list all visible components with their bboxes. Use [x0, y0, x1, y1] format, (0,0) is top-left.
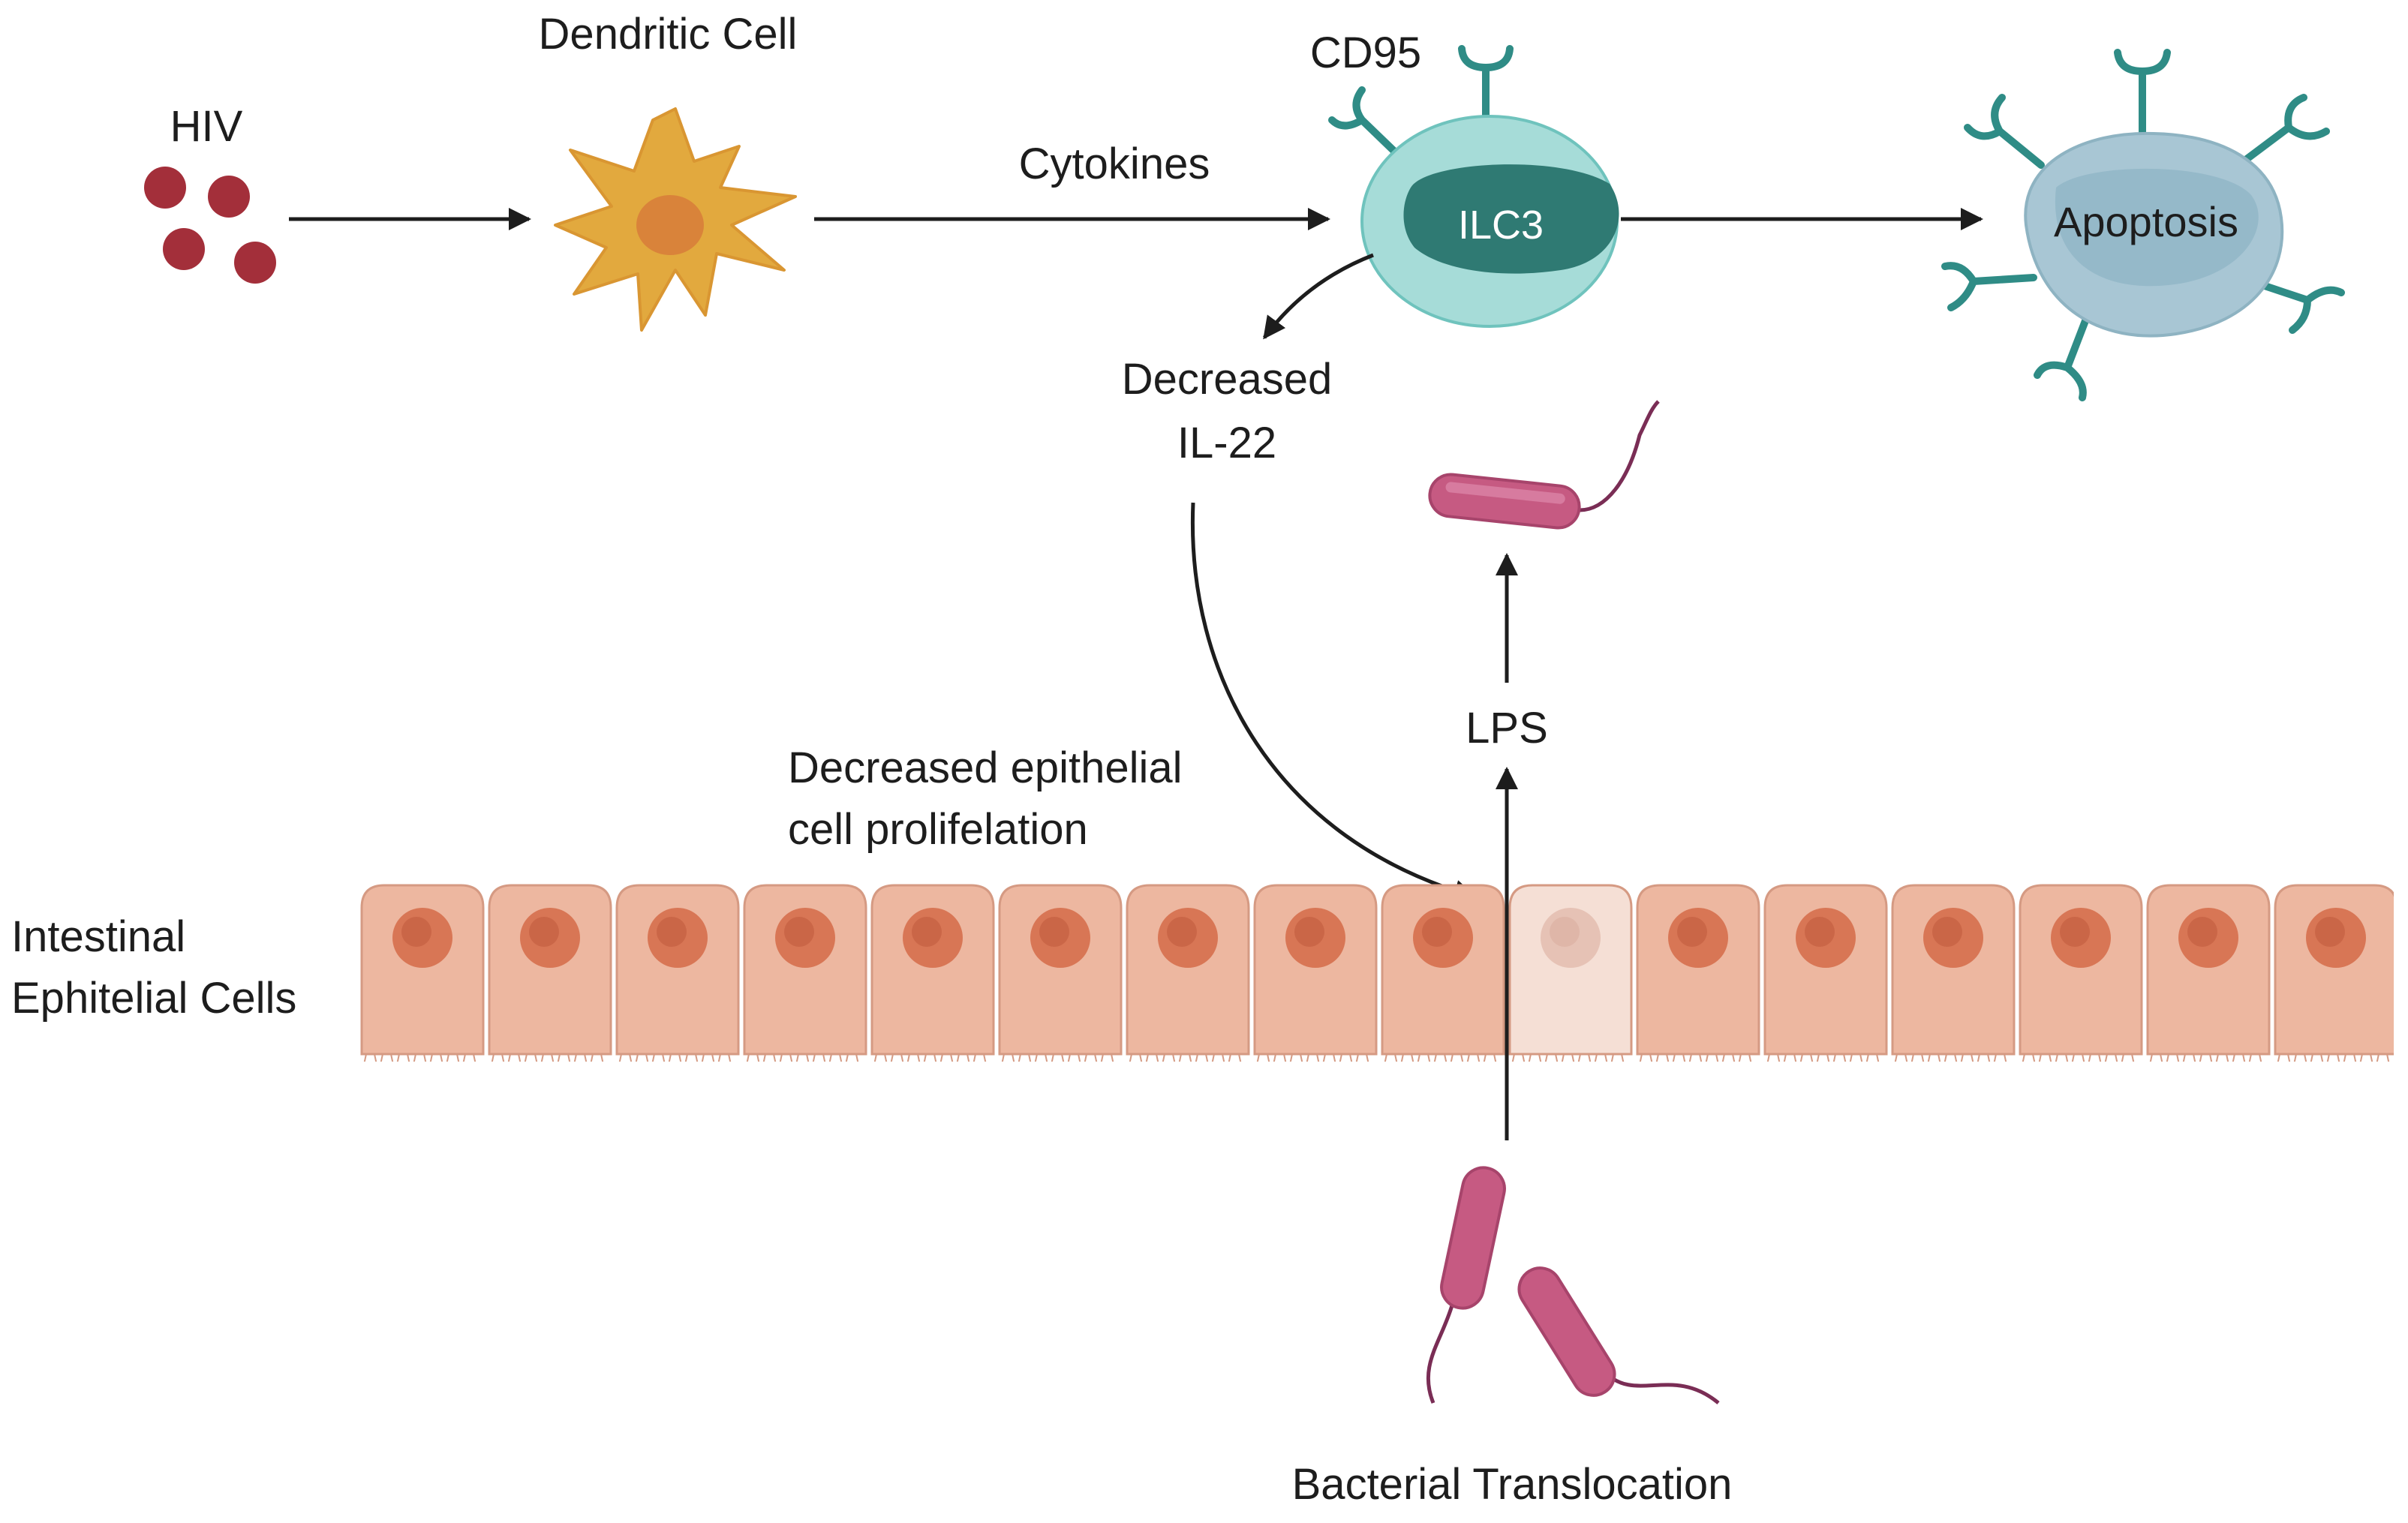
dendritic-nucleus: [636, 195, 704, 255]
epithelial-cell: [1763, 884, 1888, 1062]
hiv-particle: [163, 228, 205, 270]
epithelial-cell: [998, 884, 1123, 1062]
epithelial-cell: [2274, 884, 2394, 1062]
bacterium-icon: [1517, 1266, 1720, 1404]
intestinal-label-line1: Intestinal: [11, 912, 185, 961]
intestinal-epithelium: [360, 884, 2408, 1065]
epithelial-cell: [2403, 885, 2408, 1065]
cytokines-label: Cytokines: [1019, 140, 1210, 188]
apoptotic-cell-icon: Apoptosis: [1941, 49, 2345, 401]
arrow-il22-to-epithelium: [1190, 502, 1477, 903]
epithelial-cell: [488, 884, 612, 1062]
cd95-label: CD95: [1310, 29, 1421, 77]
epithelial-cell: [615, 884, 740, 1062]
bacterium-icon: [1426, 1166, 1506, 1404]
apoptosis-receptor-icons: [1941, 49, 2345, 401]
decreased-proliferation-label-line2: cell prolifelation: [788, 805, 1088, 854]
arrow-ilc3-to-il22: [1262, 253, 1374, 340]
hiv-label: HIV: [170, 102, 243, 151]
epithelial-cell: [1253, 884, 1378, 1062]
bacterial-translocation-label: Bacterial Translocation: [1292, 1460, 1733, 1509]
epithelial-cell: [2146, 884, 2271, 1062]
damaged-epithelial-cell: [1508, 884, 1633, 1062]
dendritic-cell-icon: [554, 107, 797, 332]
epithelial-cell: [1126, 884, 1250, 1062]
epithelial-cell: [1891, 884, 2016, 1062]
dendritic-cell-label: Dendritic Cell: [539, 10, 798, 59]
apoptosis-label: Apoptosis: [2054, 198, 2238, 245]
epithelial-cell: [360, 884, 485, 1062]
epithelial-cell: [870, 884, 995, 1062]
intestinal-label-line2: Ephitelial Cells: [11, 974, 296, 1023]
epithelial-cell: [1636, 884, 1760, 1062]
epithelial-cell: [1381, 884, 1505, 1062]
decreased-il22-label-line1: Decreased: [1122, 355, 1332, 404]
hiv-particle: [144, 167, 186, 209]
lps-label: LPS: [1466, 704, 1548, 752]
decreased-proliferation-label-line1: Decreased epithelial: [788, 743, 1183, 792]
hiv-particle: [234, 242, 276, 284]
bacterium-icon: [1428, 400, 1660, 530]
decreased-il22-label-line2: IL-22: [1177, 419, 1276, 467]
hiv-particle: [208, 176, 250, 218]
hiv-particles: [144, 167, 276, 284]
epithelial-cell: [743, 884, 867, 1062]
epithelial-cell: [2019, 884, 2143, 1062]
ilc3-label: ILC3: [1458, 203, 1544, 248]
ilc3-cell-icon: ILC3: [1328, 45, 1619, 328]
